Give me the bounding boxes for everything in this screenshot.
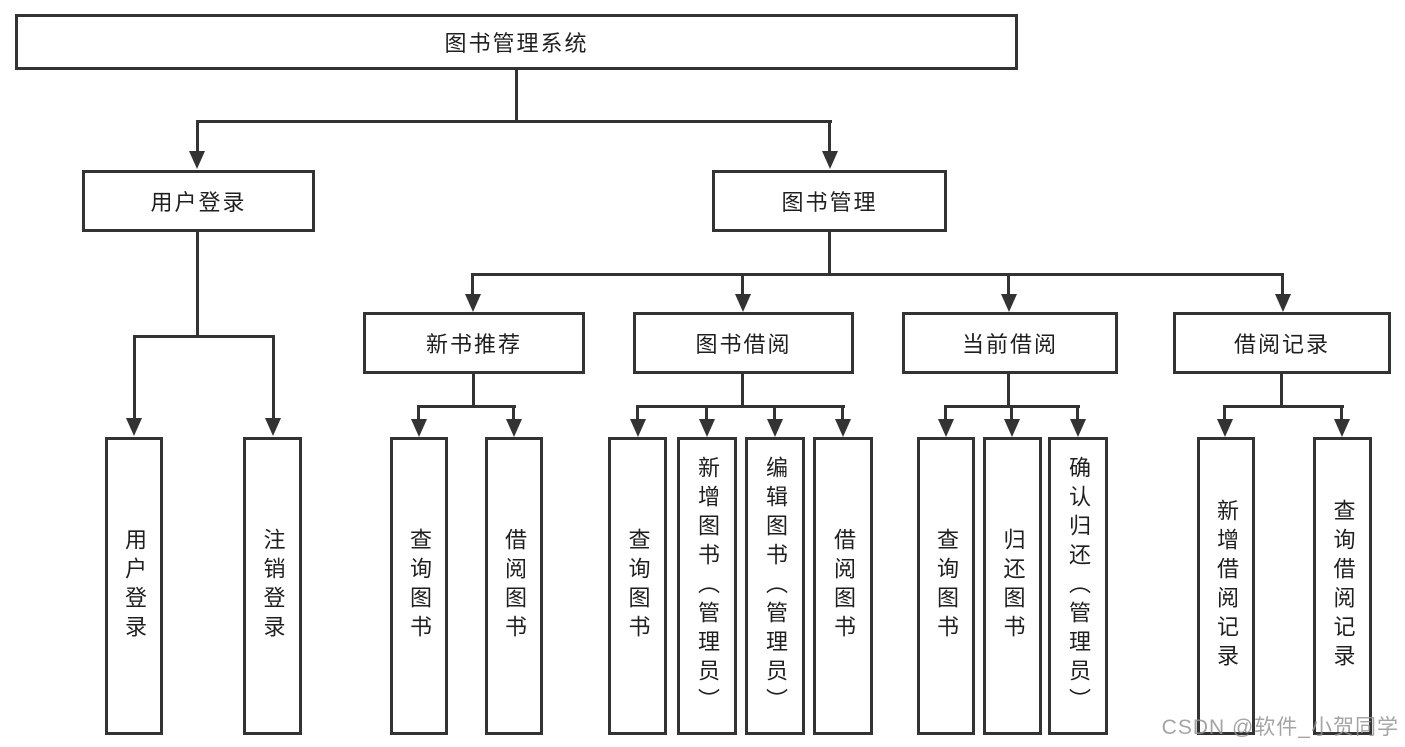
connector-to-leaf-user-login-shaft [133,335,136,420]
node-new-book-recommend-label: 新书推荐 [425,332,522,357]
node-user-login: 用户登录 [82,170,315,232]
leaf-bb-borrow-book: 借阅图书 [813,437,873,735]
connector-borrowing-records-crossbar [1224,405,1344,408]
node-user-login-label: 用户登录 [150,190,247,215]
connector-user-login-crossbar [133,335,275,338]
connector-to-user-login-shaft [196,120,199,153]
connector-root-crossbar [196,120,832,123]
node-root-label: 图书管理系统 [444,31,589,56]
connector-user-login-stem [196,232,199,335]
arrow-to-bb-add-icon [699,419,715,437]
arrow-to-book-borrowing-icon [735,294,751,312]
leaf-nbr-query-book-label: 查询图书 [407,528,432,644]
node-book-borrowing-label: 图书借阅 [695,332,792,357]
leaf-bb-add-book-label: 新增图书（管理员） [695,455,720,717]
leaf-nbr-query-book: 查询图书 [390,437,448,735]
arrow-to-leaf-user-login-icon [126,418,142,436]
connector-to-current-borrowing-shaft [1007,273,1010,296]
arrow-to-cb-confirm-icon [1070,419,1086,437]
arrow-to-user-login-icon [189,151,205,169]
csdn-watermark: CSDN @软件_小贺同学 [1161,716,1399,739]
arrow-to-nbr-query-icon [411,419,427,437]
connector-to-bb-query-shaft [636,405,639,421]
connector-current-borrowing-stem [1007,374,1010,405]
node-new-book-recommend: 新书推荐 [363,312,585,374]
leaf-bb-borrow-book-label: 借阅图书 [831,528,856,644]
leaf-user-login: 用户登录 [105,437,163,735]
connector-book-management-crossbar [472,273,1284,276]
connector-to-borrowing-records-shaft [1281,273,1284,296]
connector-to-cb-confirm-shaft [1076,405,1079,421]
node-book-borrowing: 图书借阅 [633,312,854,374]
connector-to-new-book-recommend-shaft [471,273,474,296]
arrow-to-nbr-borrow-icon [506,419,522,437]
arrow-to-borrowing-records-icon [1275,294,1291,312]
connector-book-borrowing-crossbar [636,405,845,408]
leaf-cb-return-book: 归还图书 [983,437,1042,735]
connector-root-stem [515,70,518,120]
arrow-to-bb-edit-icon [767,419,783,437]
connector-new-book-recommend-stem [472,374,475,405]
connector-to-cb-query-shaft [944,405,947,421]
connector-to-br-add-shaft [1223,405,1226,421]
node-root: 图书管理系统 [15,14,1018,70]
arrow-to-cb-query-icon [938,419,954,437]
arrow-to-bb-query-icon [630,419,646,437]
arrow-to-leaf-logout-icon [265,418,281,436]
connector-to-leaf-logout-shaft [272,335,275,420]
arrow-to-current-borrowing-icon [1001,294,1017,312]
connector-to-book-management-shaft [828,120,831,153]
connector-new-book-recommend-crossbar [417,405,516,408]
arrow-to-cb-return-icon [1004,419,1020,437]
leaf-cb-return-book-label: 归还图书 [1000,528,1026,644]
connector-to-cb-return-shaft [1010,405,1013,421]
connector-borrowing-records-stem [1280,374,1283,405]
arrow-to-br-query-icon [1334,419,1350,437]
leaf-bb-query-book-label: 查询图书 [625,528,651,644]
connector-to-nbr-query-shaft [417,405,420,421]
leaf-nbr-borrow-book-label: 借阅图书 [502,528,527,644]
connector-to-book-borrowing-shaft [741,273,744,296]
node-current-borrowing: 当前借阅 [902,312,1118,374]
arrow-to-book-management-icon [822,151,838,169]
arrow-to-new-book-recommend-icon [465,294,481,312]
connector-to-bb-edit-shaft [773,405,776,421]
leaf-cb-query-book: 查询图书 [917,437,975,735]
node-book-management: 图书管理 [712,170,947,232]
leaf-logout: 注销登录 [243,437,302,735]
connector-to-bb-add-shaft [705,405,708,421]
connector-to-bb-borrow-shaft [841,405,844,421]
leaf-nbr-borrow-book: 借阅图书 [485,437,543,735]
leaf-br-query-record-label: 查询借阅记录 [1330,499,1356,673]
leaf-br-add-record-label: 新增借阅记录 [1214,499,1239,673]
connector-to-nbr-borrow-shaft [512,405,515,421]
leaf-logout-label: 注销登录 [260,528,286,644]
connector-book-borrowing-stem [741,374,744,405]
arrow-to-bb-borrow-icon [835,419,851,437]
node-current-borrowing-label: 当前借阅 [961,332,1058,357]
leaf-bb-edit-book: 编辑图书（管理员） [745,437,805,735]
arrow-to-br-add-icon [1217,419,1233,437]
connector-to-br-query-shaft [1340,405,1343,421]
leaf-bb-query-book: 查询图书 [608,437,667,735]
leaf-cb-confirm-return-label: 确认归还（管理员） [1066,455,1091,717]
leaf-br-add-record: 新增借阅记录 [1197,437,1255,735]
leaf-bb-edit-book-label: 编辑图书（管理员） [763,455,788,717]
leaf-user-login-label: 用户登录 [122,528,147,644]
leaf-cb-query-book-label: 查询图书 [934,528,959,644]
leaf-cb-confirm-return: 确认归还（管理员） [1048,437,1108,735]
node-borrowing-records: 借阅记录 [1173,312,1391,374]
leaf-bb-add-book: 新增图书（管理员） [677,437,737,735]
node-borrowing-records-label: 借阅记录 [1233,332,1330,357]
node-book-management-label: 图书管理 [781,190,878,215]
connector-book-management-stem [828,232,831,273]
leaf-br-query-record: 查询借阅记录 [1313,437,1372,735]
